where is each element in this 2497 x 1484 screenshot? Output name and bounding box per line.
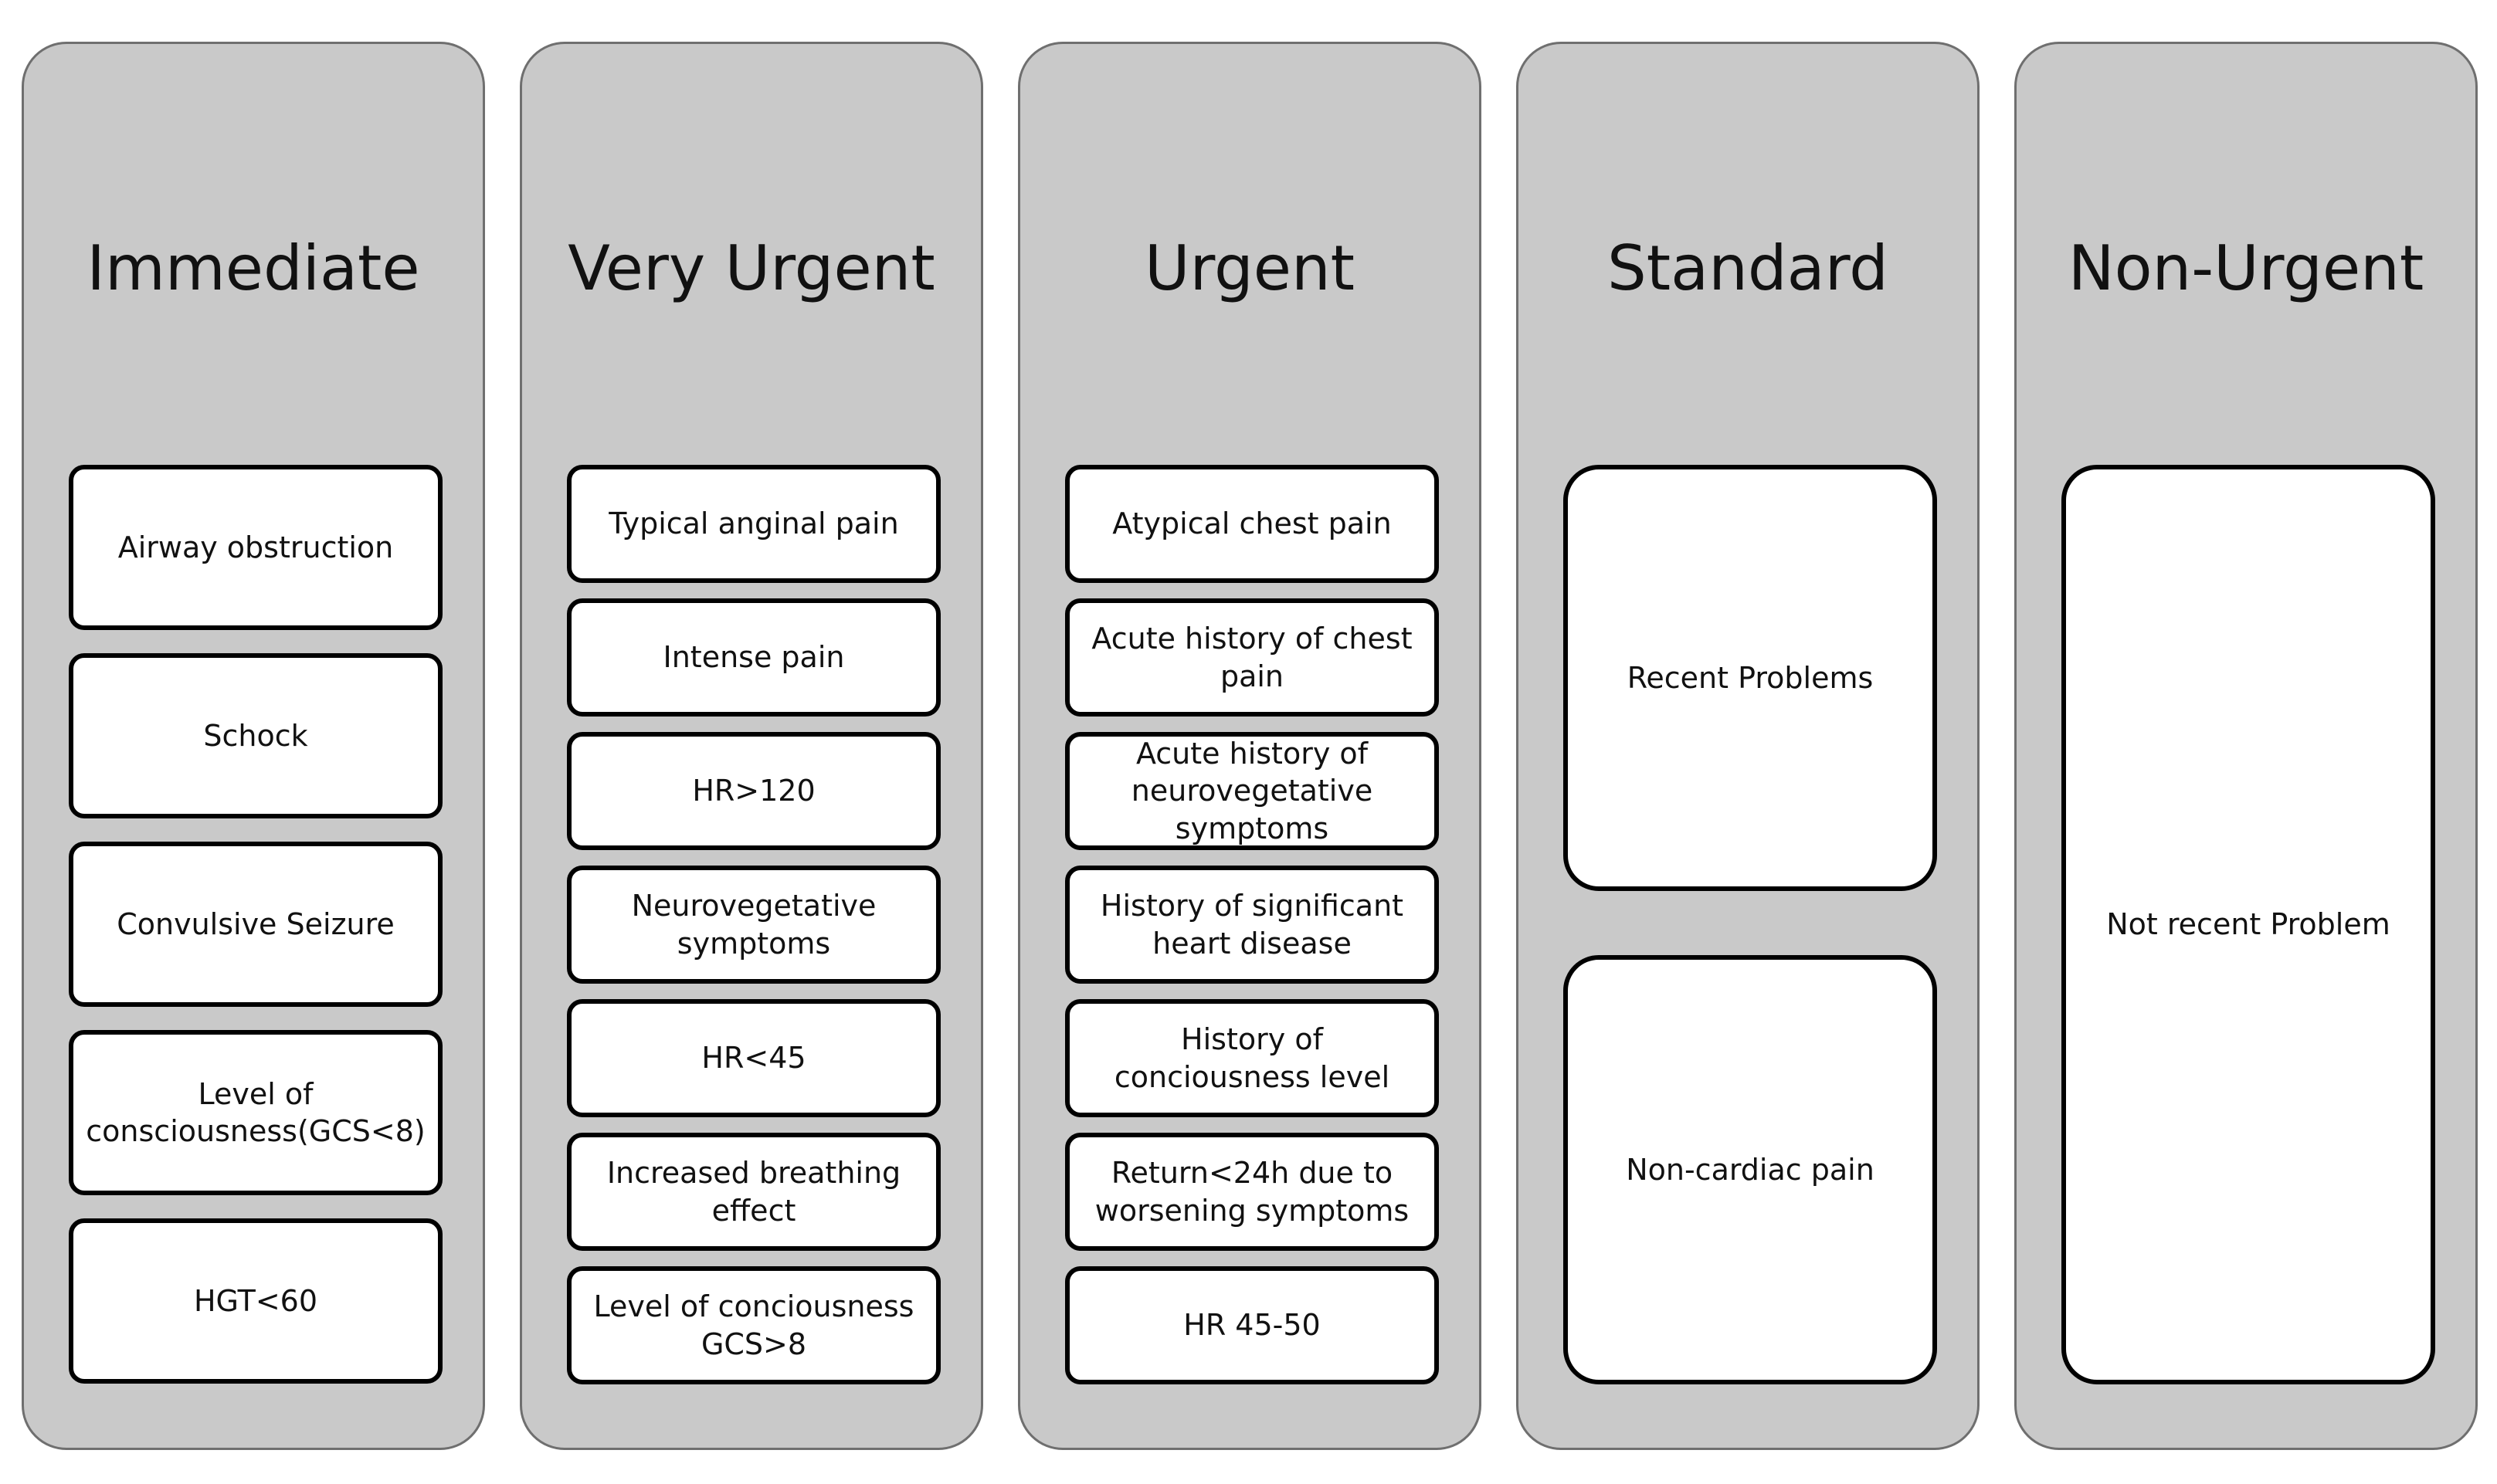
criterion-box: History of conciousness level [1065, 999, 1439, 1117]
criterion-box: Acute history of chest pain [1065, 598, 1439, 717]
criterion-box: Level of conciousness GCS>8 [567, 1266, 941, 1384]
criterion-box: Typical anginal pain [567, 465, 941, 583]
column-title: Standard [1607, 232, 1888, 304]
criterion-box: Increased breathing effect [567, 1133, 941, 1251]
column-standard: Standard Recent Problems Non-cardiac pai… [1516, 42, 1980, 1450]
column-non-urgent: Non-Urgent Not recent Problem [2014, 42, 2478, 1450]
criterion-box: History of significant heart disease [1065, 866, 1439, 984]
criterion-box: Not recent Problem [2061, 465, 2435, 1384]
column-very-urgent: Very Urgent Typical anginal pain Intense… [520, 42, 983, 1450]
column-title: Immediate [87, 232, 420, 304]
column-urgent: Urgent Atypical chest pain Acute history… [1018, 42, 1481, 1450]
column-immediate: Immediate Airway obstruction Schock Conv… [22, 42, 485, 1450]
criterion-box: Schock [69, 653, 443, 818]
criterion-box: Neurovegetative symptoms [567, 866, 941, 984]
criterion-box: Acute history of neurovegetative symptom… [1065, 732, 1439, 850]
column-title: Very Urgent [568, 232, 935, 304]
criterion-box: Intense pain [567, 598, 941, 717]
criterion-box: Level of consciousness(GCS<8) [69, 1030, 443, 1195]
criterion-box: Convulsive Seizure [69, 842, 443, 1007]
column-title: Urgent [1144, 232, 1355, 304]
criterion-box: Non-cardiac pain [1563, 955, 1937, 1384]
criterion-box: Recent Problems [1563, 465, 1937, 891]
criterion-box: HGT<60 [69, 1218, 443, 1384]
criterion-box: HR 45-50 [1065, 1266, 1439, 1384]
criterion-box: HR>120 [567, 732, 941, 850]
criterion-box: Airway obstruction [69, 465, 443, 630]
criterion-box: Atypical chest pain [1065, 465, 1439, 583]
column-title: Non-Urgent [2068, 232, 2424, 304]
criterion-box: HR<45 [567, 999, 941, 1117]
criterion-box: Return<24h due to worsening symptoms [1065, 1133, 1439, 1251]
